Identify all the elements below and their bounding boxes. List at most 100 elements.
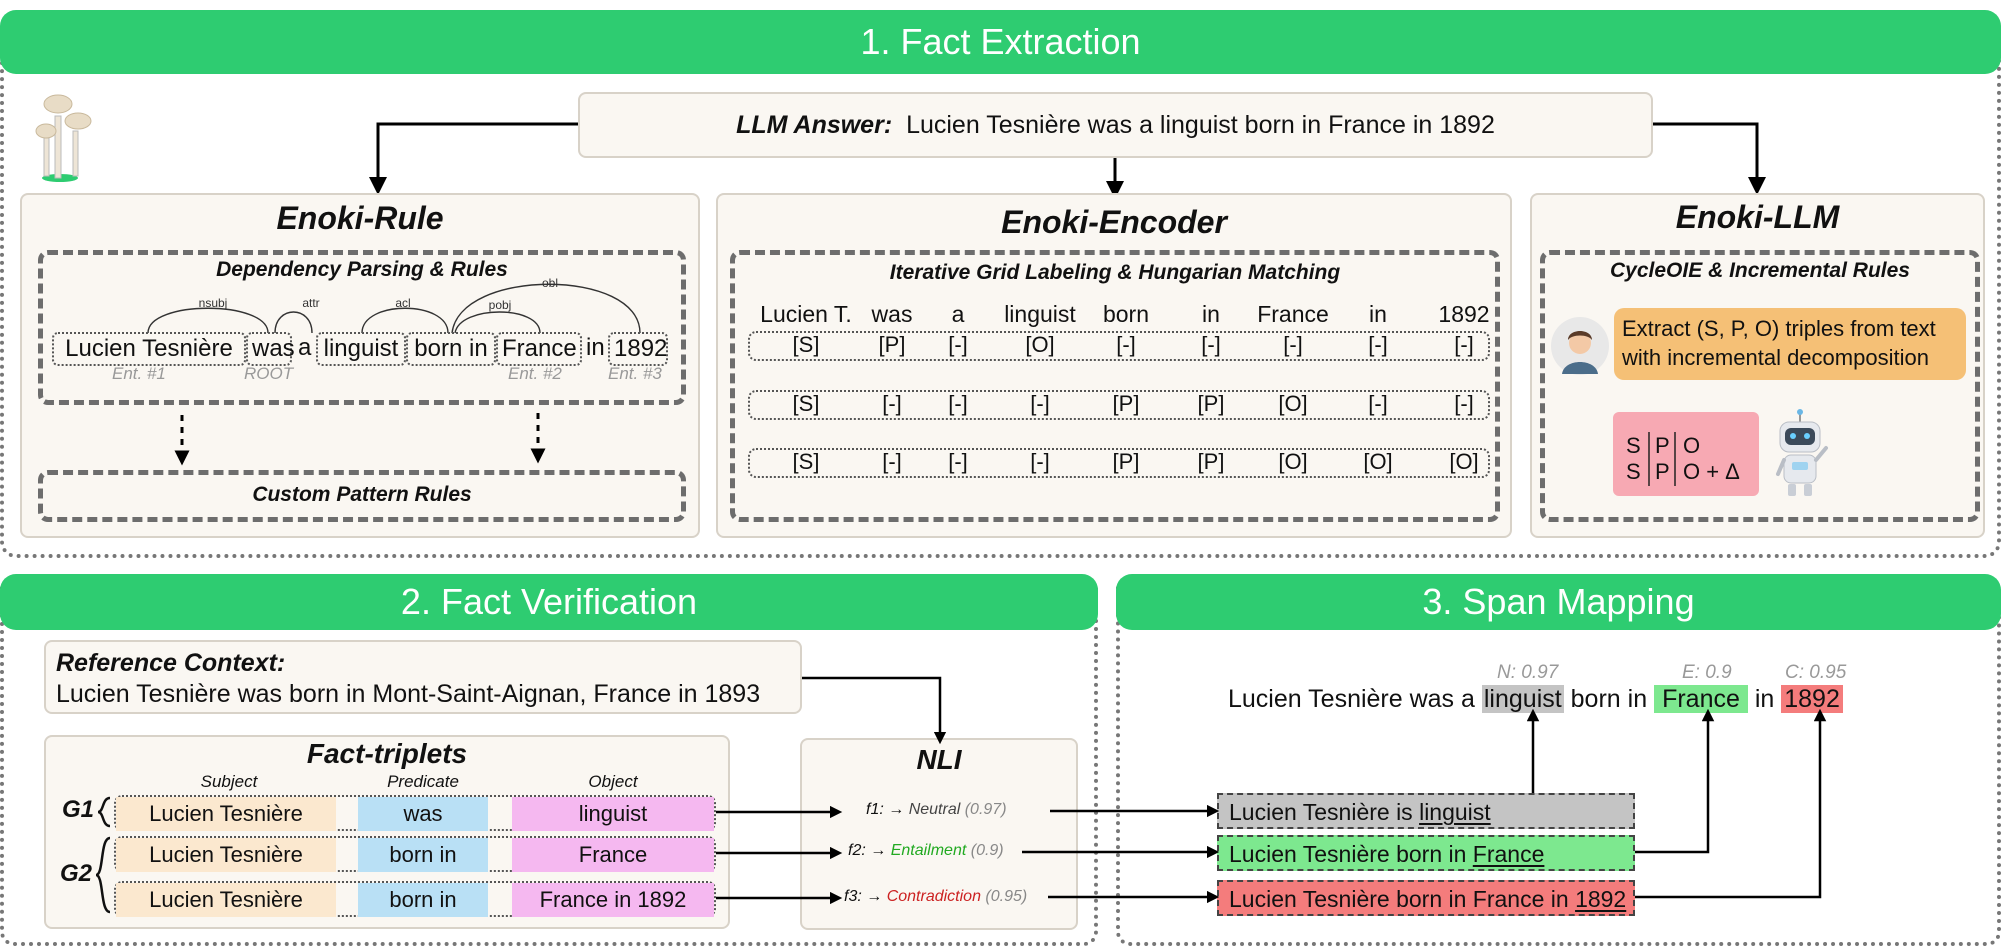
sentence-in: in <box>1754 685 1775 713</box>
arc-nsubj: nsubj <box>199 296 228 310</box>
enoki-llm-title: Enoki-LLM <box>1675 199 1840 235</box>
nli-f3-id: f3: → <box>844 888 883 905</box>
triplet-2-object: France <box>512 838 714 872</box>
grid-cell: [P] <box>1112 391 1140 416</box>
arc-obl: obl <box>542 276 558 290</box>
spo-s2: S <box>1626 459 1641 484</box>
nli-title: NLI <box>916 744 962 775</box>
grid-column-header: in <box>1369 301 1387 327</box>
triplet-1-object: linguist <box>512 797 714 831</box>
grid-cell: [-] <box>882 449 902 474</box>
encoder-grid-box <box>730 250 1500 522</box>
llm-answer-box: LLM Answer: Lucien Tesnière was a lingui… <box>578 92 1653 158</box>
nli-f3-label: Contradiction <box>886 888 981 905</box>
grid-cell: [-] <box>1201 332 1221 357</box>
grid-row-1 <box>748 331 1490 361</box>
triplet-2-predicate: born in <box>358 838 488 872</box>
grid-cell: [P] <box>1112 449 1140 474</box>
nli-f1-score: (0.97) <box>964 801 1007 818</box>
triplet-1-subject: Lucien Tesnière <box>116 797 336 831</box>
span-2-underlined: France <box>1472 841 1545 867</box>
grid-cell: [-] <box>1454 391 1474 416</box>
spo-o2: O + Δ <box>1683 459 1740 484</box>
grid-column-header: linguist <box>1004 301 1076 327</box>
token-a: a <box>298 334 312 361</box>
nli-f1-label: Neutral <box>908 801 961 818</box>
spo-o1: O <box>1683 433 1701 458</box>
grid-cell: [-] <box>1368 332 1388 357</box>
header-predicate: Predicate <box>387 772 459 791</box>
grid-column-header: Lucien T. <box>760 301 852 327</box>
grid-column-header: was <box>871 301 913 327</box>
grid-cell: [-] <box>1030 391 1050 416</box>
nli-panel <box>800 738 1078 930</box>
grid-cell: [P] <box>878 332 906 357</box>
span-box-entail: Lucien Tesnière born in France <box>1217 835 1635 871</box>
grid-cell: [S] <box>792 449 820 474</box>
span-3-pre: Lucien Tesnière born in France in <box>1229 886 1569 912</box>
grid-column-header: in <box>1202 301 1220 327</box>
span-box-contra: Lucien Tesnière born in France in 1892 <box>1217 880 1635 916</box>
grid-cell: [-] <box>1030 449 1050 474</box>
spo-box: S P O S P O + Δ <box>1613 412 1759 496</box>
robot-icon <box>1776 409 1828 496</box>
llm-prompt-text: Extract (S, P, O) triples from text with… <box>1622 316 1936 370</box>
user-avatar-icon <box>1551 317 1609 375</box>
stage3-banner: 3. Span Mapping <box>1116 574 2001 630</box>
llm-subtitle: CycleOIE & Incremental Rules <box>1610 259 1910 282</box>
span-2-pre: Lucien Tesnière born in <box>1229 841 1467 867</box>
enoki-rule-title: Enoki-Rule <box>276 200 444 236</box>
mushroom-icon <box>35 94 92 182</box>
grid-column-header: born <box>1102 301 1150 327</box>
grid-cell: [O] <box>1025 332 1055 357</box>
token-1892: 1892 <box>608 332 668 366</box>
sentence-pre: Lucien Tesnière was a <box>1228 685 1475 713</box>
custom-rules-box <box>38 470 686 522</box>
header-object: Object <box>588 772 638 791</box>
grid-column-header: a <box>951 301 965 327</box>
grid-cell: [O] <box>1449 449 1479 474</box>
span-1-underlined: linguist <box>1419 799 1491 825</box>
nli-line-f1: f1: → Neutral (0.97) <box>866 801 1007 819</box>
ent-label-1: Ent. #1 <box>112 364 166 383</box>
grid-cell: [P] <box>1197 449 1225 474</box>
spo-s1: S <box>1626 433 1641 458</box>
span-1-pre: Lucien Tesnière is <box>1229 799 1413 825</box>
grid-cell: [O] <box>1278 449 1308 474</box>
reference-box: Reference Context: Lucien Tesnière was b… <box>44 640 802 714</box>
span-box-neutral: Lucien Tesnière is linguist <box>1217 793 1635 829</box>
dependency-subtitle: Dependency Parsing & Rules <box>216 258 508 281</box>
arc-attr: attr <box>302 296 319 310</box>
ent-label-3: Ent. #3 <box>608 364 662 383</box>
highlight-linguist: linguist <box>1481 685 1564 713</box>
enoki-encoder-title: Enoki-Encoder <box>1001 204 1227 240</box>
ent-label-root: ROOT <box>244 364 294 383</box>
reference-text: Lucien Tesnière was born in Mont-Saint-A… <box>56 680 761 708</box>
dependency-box <box>38 250 686 405</box>
token-france: France <box>496 332 582 366</box>
grid-cell: [S] <box>792 391 820 416</box>
grid-cell: [-] <box>1368 391 1388 416</box>
highlight-france: France <box>1654 685 1748 713</box>
arc-acl: acl <box>395 296 410 310</box>
grid-cell: [-] <box>948 332 968 357</box>
llm-answer-text: Lucien Tesnière was a linguist born in F… <box>906 111 1495 139</box>
spo-p2: P <box>1655 459 1670 484</box>
token-in: in <box>586 334 605 361</box>
triplet-1-predicate: was <box>358 797 488 831</box>
token-born-in: born in <box>406 332 496 366</box>
ent-label-2: Ent. #2 <box>508 364 562 383</box>
llm-answer-label: LLM Answer: <box>736 111 893 139</box>
grid-cell: [S] <box>792 332 820 357</box>
nli-f2-id: f2: → <box>848 842 887 859</box>
grid-cell: [-] <box>948 391 968 416</box>
triplet-3-predicate: born in <box>358 883 488 917</box>
stage2-banner: 2. Fact Verification <box>0 574 1098 630</box>
stage1-banner: 1. Fact Extraction <box>0 10 2001 74</box>
reference-label: Reference Context: <box>56 649 286 677</box>
nli-f2-label: Entailment <box>890 842 967 859</box>
